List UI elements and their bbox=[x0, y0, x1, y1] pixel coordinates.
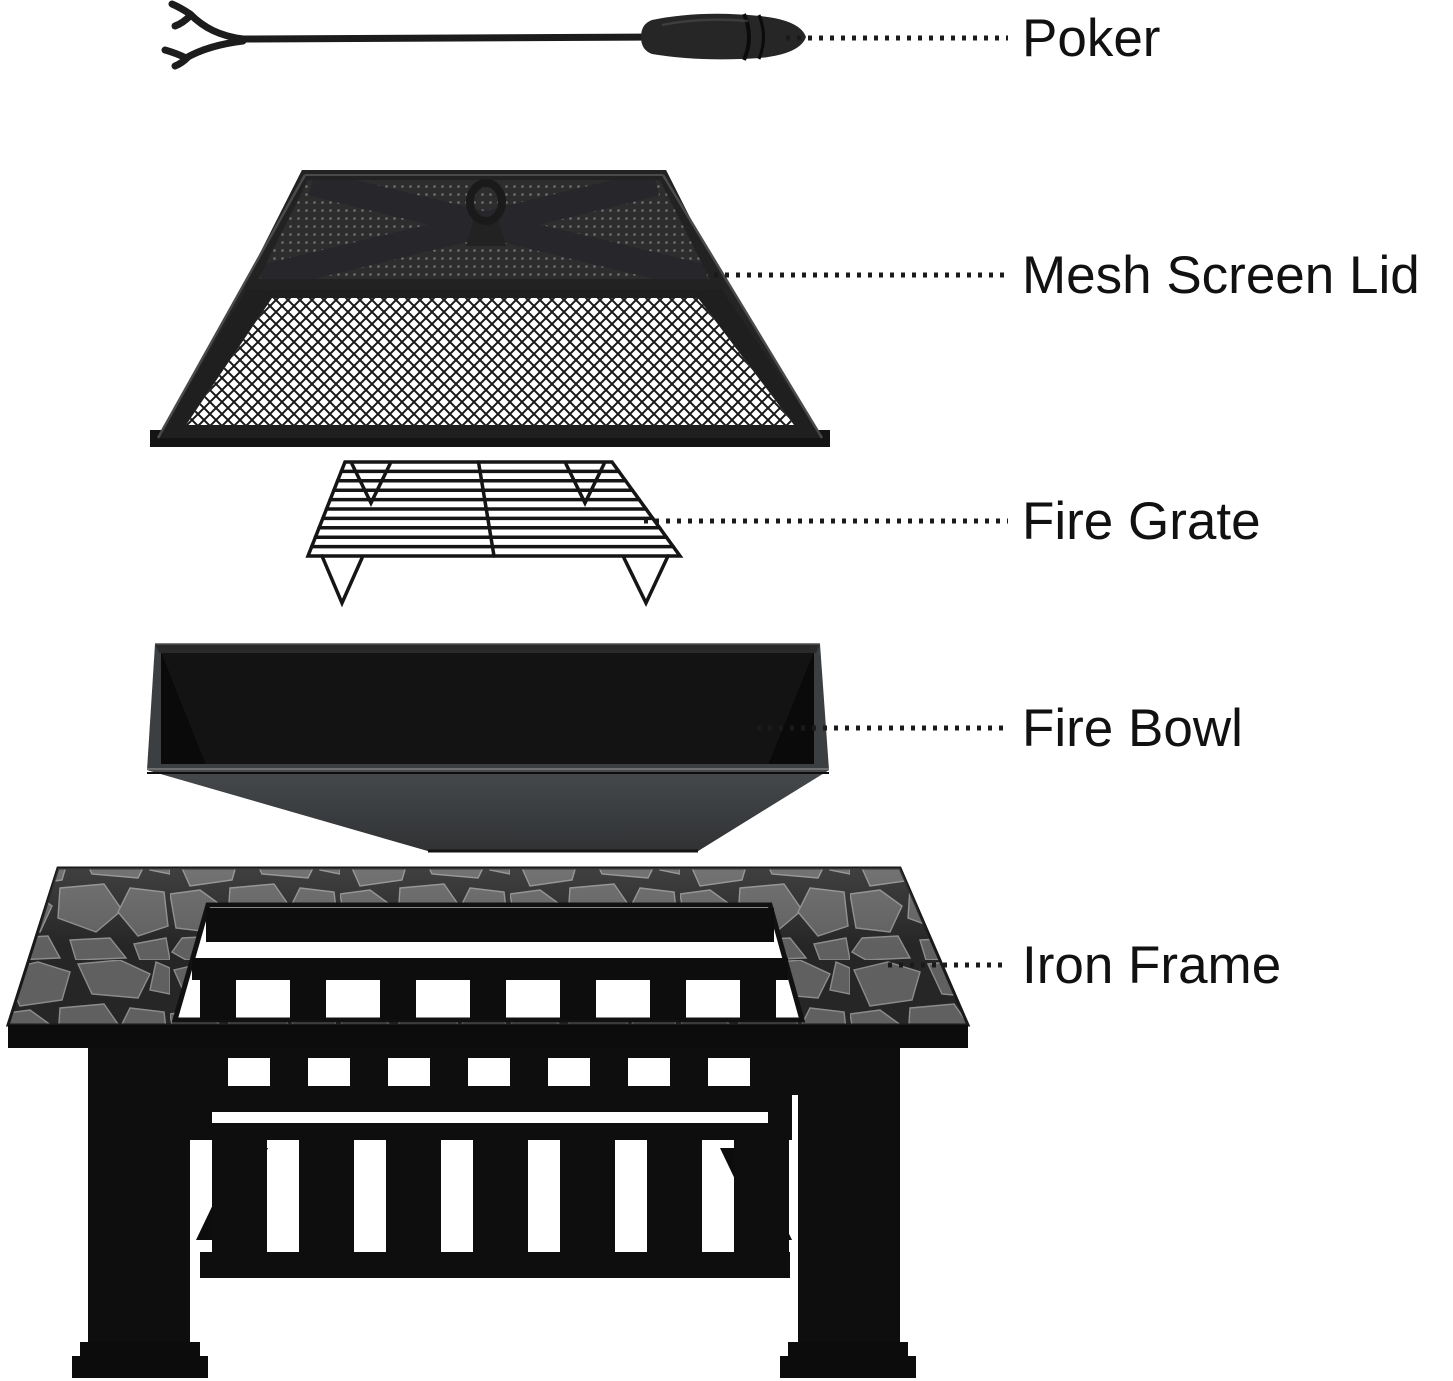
iron-frame-illustration bbox=[5, 866, 971, 1378]
poker-illustration bbox=[161, 0, 806, 70]
label-poker: Poker bbox=[1022, 9, 1160, 68]
fire-bowl-illustration bbox=[147, 643, 829, 853]
label-mesh-screen-lid: Mesh Screen Lid bbox=[1022, 246, 1420, 305]
label-fire-grate: Fire Grate bbox=[1022, 492, 1261, 551]
fire-grate-illustration bbox=[305, 460, 684, 608]
mesh-screen-lid-illustration bbox=[150, 170, 830, 447]
label-iron-frame: Iron Frame bbox=[1022, 936, 1281, 995]
label-fire-bowl: Fire Bowl bbox=[1022, 699, 1243, 758]
